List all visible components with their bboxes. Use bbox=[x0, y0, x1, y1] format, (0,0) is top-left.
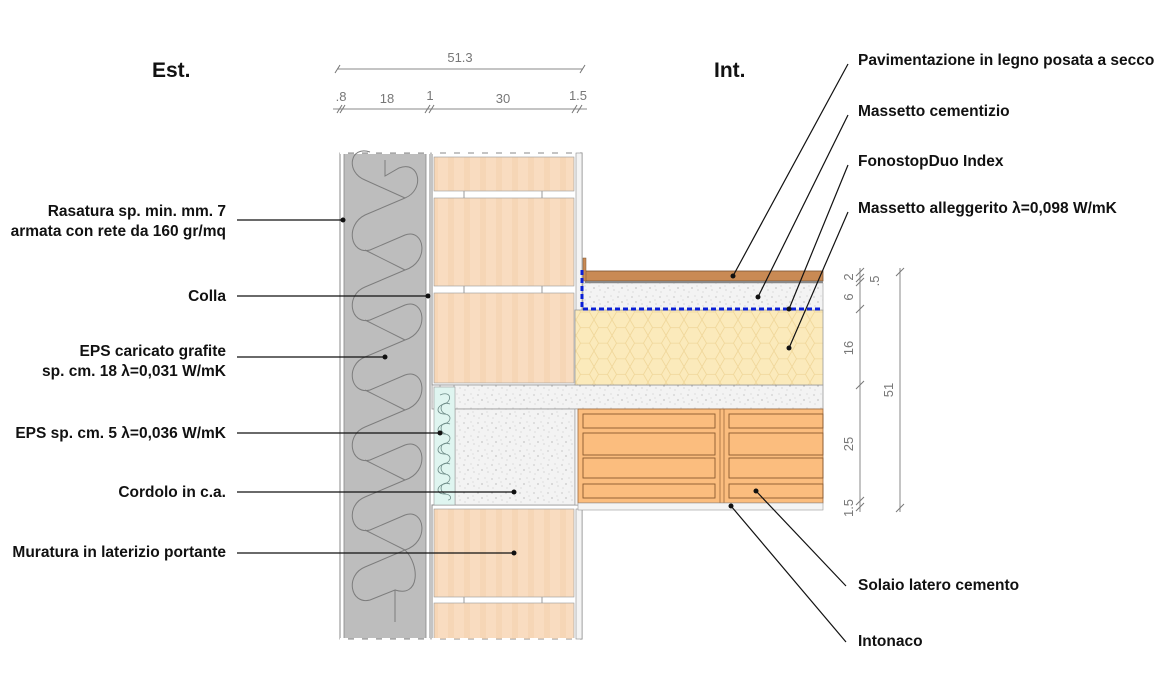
dimension-rasatura: .8 bbox=[336, 89, 347, 104]
masonry-wall-lower bbox=[431, 504, 583, 640]
label-rasatura-line2: armata con rete da 160 gr/mq bbox=[11, 223, 226, 240]
label-eps-grafite-line1: EPS caricato grafite bbox=[80, 343, 227, 360]
dimension-intonaco: 1.5 bbox=[569, 88, 587, 103]
wood-floor-underlay bbox=[585, 281, 823, 283]
exterior-title: Est. bbox=[152, 59, 191, 82]
label-cordolo: Cordolo in c.a. bbox=[118, 484, 226, 501]
label-eps-grafite-line2: sp. cm. 18 λ=0,031 W/mK bbox=[42, 363, 227, 380]
fonostop-membrane bbox=[580, 270, 823, 311]
left-labels: Rasatura sp. min. mm. 7 armata con rete … bbox=[11, 203, 517, 561]
ceiling-plaster-layer bbox=[577, 502, 824, 511]
label-massetto-alleggerito: Massetto alleggerito λ=0,098 W/mK bbox=[858, 200, 1118, 217]
label-fonostop: FonostopDuo Index bbox=[858, 153, 1004, 170]
lightweight-screed-layer bbox=[574, 309, 824, 386]
floor-block-layer bbox=[577, 408, 824, 511]
wood-floor-layer bbox=[584, 270, 824, 282]
dimension-muratura: 30 bbox=[496, 91, 510, 106]
dimension-fonostop: .5 bbox=[867, 276, 882, 287]
dimension-total-height: 51 bbox=[881, 383, 896, 397]
vertical-dimensions: 2 .5 6 16 25 1.5 51 bbox=[841, 267, 905, 517]
eps-5-layer bbox=[433, 386, 456, 506]
dimension-colla: 1 bbox=[426, 88, 433, 103]
label-pavimentazione: Pavimentazione in legno posata a secco bbox=[858, 52, 1154, 69]
label-solaio: Solaio latero cemento bbox=[858, 577, 1019, 594]
cement-screed-layer bbox=[582, 282, 824, 311]
dimension-lightweight-screed: 16 bbox=[841, 341, 856, 355]
label-massetto-cementizio: Massetto cementizio bbox=[858, 103, 1010, 120]
label-rasatura-line1: Rasatura sp. min. mm. 7 bbox=[48, 203, 226, 220]
dimension-total-width: 51.3 bbox=[447, 50, 472, 65]
dimension-floor-slab: 25 bbox=[841, 437, 856, 451]
eps-graphite-layer bbox=[339, 150, 431, 640]
label-eps-5: EPS sp. cm. 5 λ=0,036 W/mK bbox=[15, 425, 226, 442]
label-colla: Colla bbox=[188, 288, 226, 305]
horizontal-dimensions: 51.3 .8 18 1 30 1.5 bbox=[333, 50, 587, 114]
dimension-ceiling-plaster: 1.5 bbox=[841, 499, 856, 517]
ring-beam bbox=[431, 384, 824, 506]
dimension-cement-screed: 6 bbox=[841, 293, 856, 300]
skirting-board bbox=[582, 257, 587, 282]
right-labels: Pavimentazione in legno posata a secco M… bbox=[728, 52, 1154, 650]
dimension-wood-floor: 2 bbox=[841, 273, 856, 280]
masonry-wall-upper bbox=[431, 152, 583, 386]
interior-title: Int. bbox=[714, 59, 746, 82]
label-muratura: Muratura in laterizio portante bbox=[12, 544, 226, 561]
dimension-eps: 18 bbox=[380, 91, 394, 106]
label-intonaco: Intonaco bbox=[858, 633, 923, 650]
